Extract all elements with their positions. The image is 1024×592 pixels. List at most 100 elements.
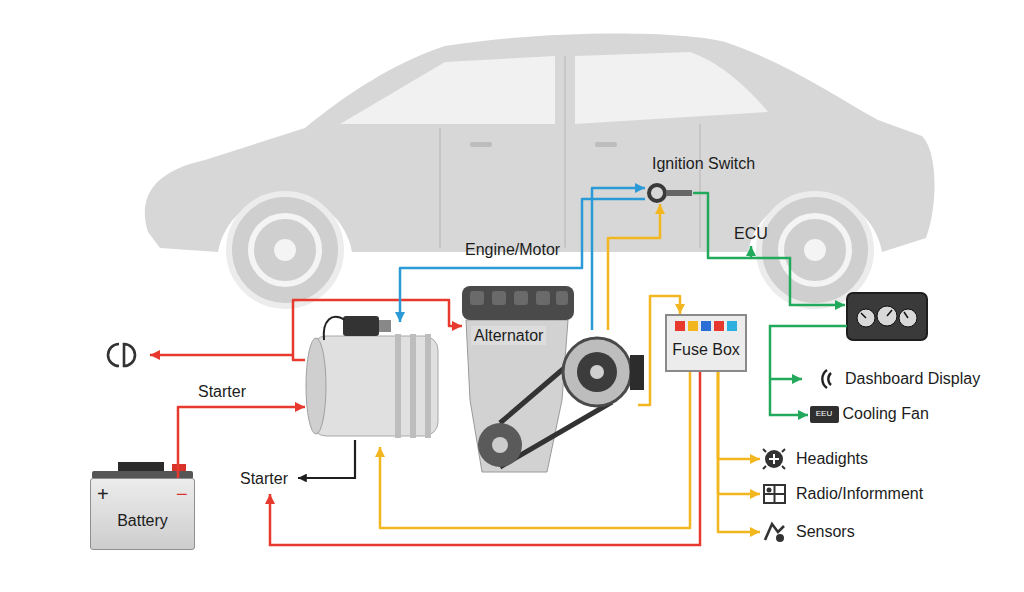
wire-connector	[718, 372, 760, 494]
key-blade	[666, 190, 692, 196]
leader-line	[298, 440, 355, 478]
starter-cable	[324, 317, 345, 340]
dashboard-display: Dashboard Display	[806, 368, 832, 390]
part-label: Starter	[240, 469, 288, 488]
fuse	[727, 321, 737, 331]
icon-rays	[763, 449, 785, 469]
radio-item: Radio/Informment	[760, 482, 788, 506]
fuse	[714, 321, 724, 331]
door-handle	[595, 142, 617, 147]
headlight-wire	[150, 354, 293, 357]
hub	[804, 239, 826, 261]
wire-connector	[293, 300, 462, 360]
icon-dot	[776, 534, 784, 542]
dashboard-icon	[822, 370, 831, 388]
door-line	[440, 56, 700, 248]
sensors-item: Sensors	[760, 520, 788, 544]
icon-frame	[764, 485, 785, 503]
battery-terminal	[172, 464, 186, 474]
wire-connector	[718, 372, 760, 532]
cooling-fan: EEUCooling Fan	[810, 406, 839, 423]
icon-cross	[769, 454, 779, 464]
signal-wire	[770, 378, 802, 381]
key-head	[649, 185, 665, 201]
valve-ridge	[492, 291, 506, 305]
node-text: Radio/Informment	[796, 484, 923, 503]
connector-group	[178, 188, 760, 532]
engine-block: Engine/Motor	[462, 284, 550, 480]
valve-ridge	[470, 291, 484, 305]
starter-body	[312, 336, 438, 436]
starter-band	[425, 334, 431, 438]
starter-solenoid	[379, 320, 391, 332]
terminal-sign: −	[176, 482, 188, 506]
rim	[781, 216, 849, 284]
drive-belt	[500, 340, 612, 467]
node-text: Alternator	[471, 326, 546, 345]
fuse	[701, 321, 711, 331]
wire-connector	[380, 372, 690, 528]
crank-pulley	[478, 423, 522, 467]
crank-hub	[492, 437, 508, 453]
car-wheel	[229, 194, 341, 306]
starter-band	[395, 334, 401, 438]
node-text: EEU	[816, 409, 832, 419]
node-text: Battery	[117, 511, 168, 530]
fuse-box-illustration	[665, 314, 747, 372]
car-silhouette	[145, 33, 935, 306]
gauge	[899, 309, 917, 327]
car-wheel	[759, 194, 871, 306]
alternator-pulley	[577, 352, 617, 392]
icon-grid	[764, 485, 785, 503]
fuse	[688, 321, 698, 331]
icon-disc	[765, 450, 783, 468]
tyre	[229, 194, 341, 306]
fuse-box-ground	[665, 314, 747, 372]
icon-dot	[767, 488, 772, 493]
panel-frame	[847, 293, 927, 340]
gauge-needle	[861, 310, 908, 318]
gauge	[877, 306, 897, 326]
valve-ridge	[536, 291, 550, 305]
ecu-box: ECU	[728, 223, 774, 246]
alternator-hub	[590, 365, 604, 379]
valve-ridge	[556, 291, 568, 305]
ignition-switch: Ignition Switch	[645, 182, 693, 204]
headlights-item: Headights	[760, 447, 788, 471]
signal-wire	[770, 326, 847, 415]
car-window	[340, 56, 555, 124]
sensor-icon	[765, 524, 784, 542]
lamp-arc	[108, 344, 119, 366]
wire-connector	[400, 199, 645, 322]
alternator-housing	[563, 338, 631, 406]
node-text: Cooling Fan	[843, 404, 929, 423]
alternator-end	[630, 355, 644, 390]
radio-icon	[764, 485, 785, 503]
gauge	[857, 309, 875, 327]
engine-illustration	[462, 286, 644, 472]
terminal-sign: +	[97, 482, 109, 506]
node-text: Ignition Switch	[652, 154, 755, 173]
ignition-key	[649, 185, 692, 201]
node-text: Fuse Box	[672, 340, 740, 359]
valve-ridge	[514, 291, 528, 305]
node-text: Sensors	[796, 522, 855, 541]
node-text: ECU	[734, 224, 768, 243]
door-handle	[470, 142, 492, 147]
gauge-panel	[847, 293, 927, 340]
engine-block	[466, 320, 568, 472]
rim	[251, 216, 319, 284]
node-text: Dashboard Display	[845, 369, 980, 388]
starter-illustration	[306, 316, 438, 438]
battery-illustration	[92, 462, 193, 479]
battery-terminal	[118, 462, 164, 473]
headlight-icon	[763, 449, 785, 469]
car-body	[145, 33, 935, 252]
node-text: Engine/Motor	[465, 240, 560, 259]
headlight-symbol	[108, 344, 135, 366]
node-text: Headights	[796, 449, 868, 468]
alternator: Alternator	[552, 330, 638, 416]
hub	[274, 239, 296, 261]
